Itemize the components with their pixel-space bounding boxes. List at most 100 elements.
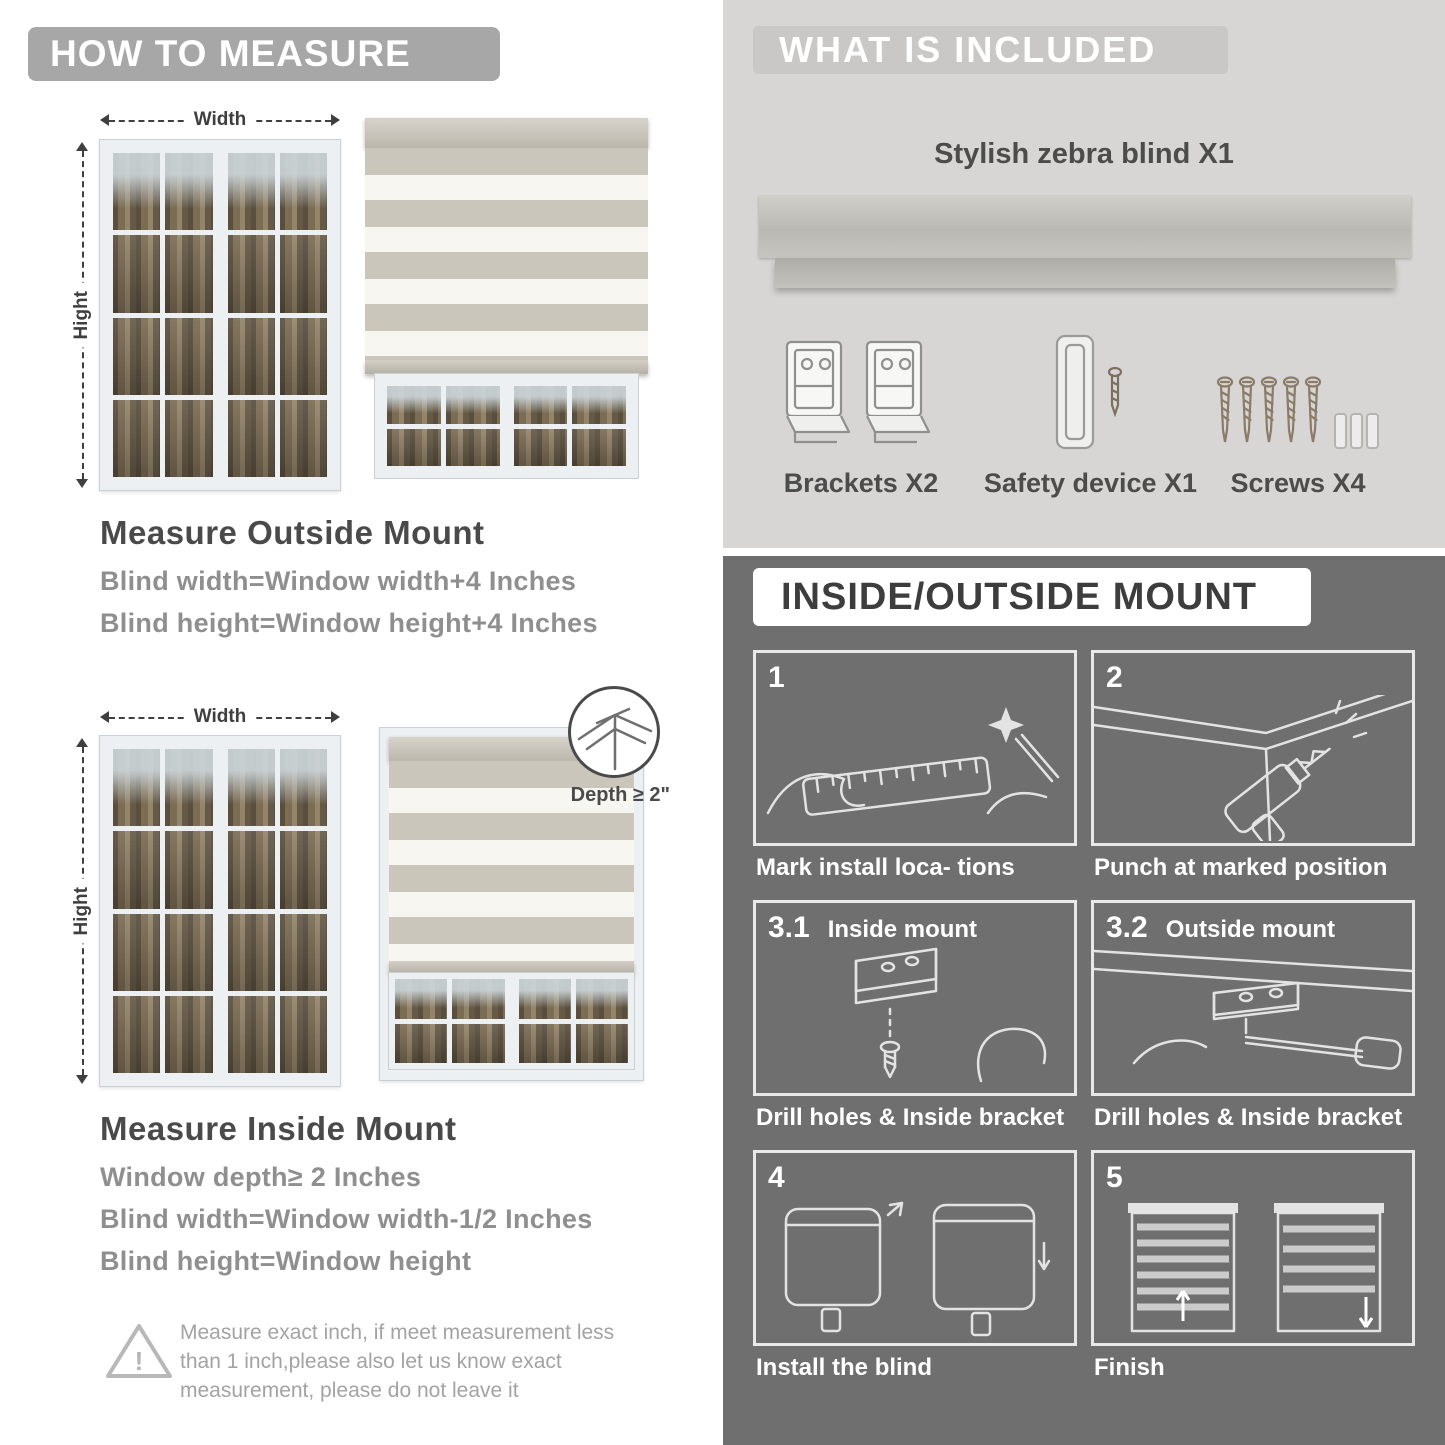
window-pane xyxy=(113,235,161,313)
safety-device-label: Safety device X1 xyxy=(983,468,1198,498)
blind-headrail-illustration xyxy=(759,196,1411,258)
window-pane xyxy=(113,749,161,827)
window-pane xyxy=(227,995,275,1073)
width-label: Width xyxy=(183,109,257,131)
window-pane xyxy=(113,153,161,231)
step-panel-5: 5 xyxy=(1091,1150,1415,1346)
window-pane xyxy=(165,749,213,827)
window-pane xyxy=(279,153,327,231)
window-pane xyxy=(227,399,275,477)
step-number: 3.2 xyxy=(1106,911,1148,944)
window-bottom xyxy=(388,972,635,1070)
safety-device-icon xyxy=(1055,334,1123,450)
window-pane xyxy=(165,831,213,909)
window-pane xyxy=(395,1023,448,1063)
step-panel-2: 2 xyxy=(1091,650,1415,846)
window-sash xyxy=(109,149,217,481)
height-label: Hight xyxy=(71,878,93,944)
window-pane xyxy=(279,399,327,477)
step-panel-3-1: 3.1 Inside mount xyxy=(753,900,1077,1096)
height-arrow: Hight xyxy=(70,142,94,488)
window-pane xyxy=(575,1023,628,1063)
window-pane xyxy=(165,235,213,313)
height-label: Hight xyxy=(71,282,93,348)
window-illustration xyxy=(99,735,341,1087)
window-bottom xyxy=(374,373,639,479)
window-pane xyxy=(227,831,275,909)
width-arrow: Width xyxy=(100,108,340,132)
window-pane xyxy=(513,428,568,466)
window-pane xyxy=(279,235,327,313)
step-panel-1: 1 xyxy=(753,650,1077,846)
window-pane xyxy=(279,995,327,1073)
what-is-included-section: WHAT IS INCLUDED Stylish zebra blind X1 xyxy=(723,0,1445,548)
inside-mount-rule-depth: Window depth≥ 2 Inches xyxy=(100,1162,422,1192)
window-pane xyxy=(113,913,161,991)
width-arrow: Width xyxy=(100,705,340,729)
window-sash xyxy=(109,745,217,1077)
window-pane xyxy=(165,317,213,395)
step-sublabel: Outside mount xyxy=(1165,916,1336,943)
window-sash xyxy=(223,745,331,1077)
product-name: Stylish zebra blind X1 xyxy=(934,138,1234,170)
blind-headrail xyxy=(365,118,648,148)
window-pane xyxy=(387,428,441,466)
finished-blinds-icon xyxy=(1128,1203,1384,1333)
blind-bottomrail xyxy=(365,360,648,374)
window-pane xyxy=(395,979,448,1019)
outside-bracket-icon xyxy=(1094,949,1412,1070)
outside-mount-title: Measure Outside Mount xyxy=(100,514,485,551)
outside-mount-rule-height: Blind height=Window height+4 Inches xyxy=(100,608,598,638)
mount-steps-section: INSIDE/OUTSIDE MOUNT 1 Mark install loca… xyxy=(723,556,1445,1445)
window-pane xyxy=(572,386,626,424)
mark-location-icon xyxy=(766,707,1060,816)
window-pane xyxy=(113,317,161,395)
window-pane xyxy=(575,979,628,1019)
step-panel-4: 4 xyxy=(753,1150,1077,1346)
inside-mount-blind-illustration xyxy=(379,727,644,1081)
blind-fabric xyxy=(389,761,634,961)
width-label: Width xyxy=(183,706,257,728)
step-caption: Install the blind xyxy=(756,1354,933,1381)
window-sash xyxy=(391,975,509,1067)
window-pane xyxy=(445,386,500,424)
window-pane xyxy=(518,1023,571,1063)
window-pane xyxy=(279,749,327,827)
depth-callout-circle xyxy=(568,686,660,778)
window-pane xyxy=(279,317,327,395)
blind-valance-illustration xyxy=(775,258,1395,288)
window-corner-detail-icon xyxy=(577,707,653,771)
brackets-label: Brackets X2 xyxy=(783,468,939,498)
inside-mount-title: Measure Inside Mount xyxy=(100,1110,457,1147)
window-pane xyxy=(279,913,327,991)
window-pane xyxy=(572,428,626,466)
window-pane xyxy=(113,399,161,477)
step-number: 2 xyxy=(1106,661,1123,694)
window-pane xyxy=(227,153,275,231)
install-blind-icon xyxy=(784,1201,1051,1337)
window-pane xyxy=(227,749,275,827)
window-pane xyxy=(452,1023,505,1063)
window-pane xyxy=(387,386,441,424)
window-pane xyxy=(227,235,275,313)
outside-mount-blind-illustration xyxy=(365,118,648,490)
window-pane xyxy=(227,317,275,395)
inside-mount-rule-height: Blind height=Window height xyxy=(100,1246,472,1276)
window-pane xyxy=(165,995,213,1073)
warning-note: ! Measure exact inch, if meet measuremen… xyxy=(104,1312,644,1412)
window-pane xyxy=(165,399,213,477)
step-caption: Drill holes & Inside bracket xyxy=(756,1104,1065,1131)
warning-icon: ! xyxy=(104,1320,174,1386)
window-sash xyxy=(223,149,331,481)
warning-exclamation: ! xyxy=(134,1346,144,1376)
how-to-measure-section: HOW TO MEASURE Width Hight Measure Outsi… xyxy=(0,0,705,1445)
window-pane xyxy=(165,153,213,231)
window-pane xyxy=(279,831,327,909)
brackets-icon xyxy=(785,340,931,444)
step-number: 3.1 xyxy=(768,911,810,944)
inside-mount-rule-width: Blind width=Window width-1/2 Inches xyxy=(100,1204,593,1234)
warning-text: Measure exact inch, if meet measurement … xyxy=(180,1321,615,1402)
window-pane xyxy=(518,979,571,1019)
drill-icon xyxy=(1094,695,1412,841)
